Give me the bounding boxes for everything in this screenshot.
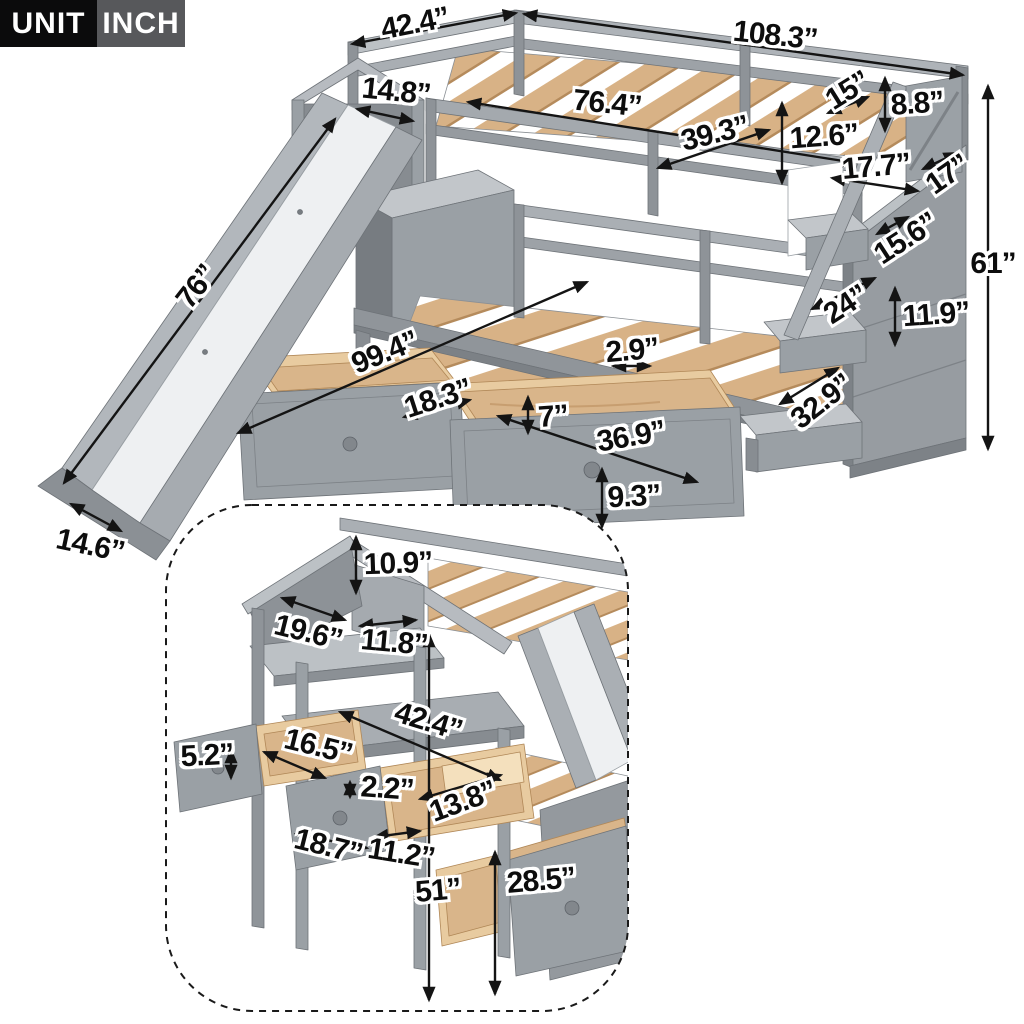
arrow-11-2	[372, 826, 423, 842]
arrow-18-3	[401, 396, 473, 421]
dim-main-12-6: 12.6”	[788, 117, 860, 156]
unit-label: UNIT	[0, 0, 97, 47]
dim-inset-11-8: 11.8”	[359, 623, 429, 662]
dim-main-7: 7”	[537, 399, 569, 434]
arrow-14-8	[354, 105, 416, 125]
dim-main-slat-gap: 2.9”	[604, 331, 660, 370]
dim-inset-2-2: 2.2”	[359, 770, 415, 807]
dim-inset-28-5: 28.5”	[505, 861, 577, 900]
arrow-15	[825, 95, 871, 115]
arrow-99-4	[235, 280, 590, 435]
dim-inset-5-2: 5.2”	[179, 737, 235, 774]
arrow-19-6	[279, 596, 348, 622]
arrow-42-4	[349, 9, 519, 48]
arrow-108-3	[521, 9, 966, 80]
inset-detail-view	[165, 504, 629, 1012]
inset-detail-view-border	[165, 504, 629, 1012]
arrow-39-3	[655, 128, 772, 170]
arrow-11-8	[357, 614, 419, 632]
dim-main-bed-inner-length: 76.4”	[571, 83, 643, 124]
arrow-15-6	[874, 215, 911, 236]
arrow-14-6	[68, 502, 124, 533]
arrow-17	[920, 151, 960, 171]
dim-main-slide-opening: 14.8”	[360, 71, 432, 112]
arrow-16-5	[261, 750, 328, 780]
dim-inset-desk-height: 51”	[413, 872, 462, 909]
arrow-42-4-inset	[337, 710, 503, 782]
dim-inset-10-9: 10.9”	[363, 545, 433, 582]
arrow-18-7	[293, 830, 370, 852]
arrow-76	[62, 117, 337, 485]
arrow-32-9	[778, 366, 840, 406]
dim-main-drawer-height: 9.3”	[606, 478, 662, 515]
dim-main-8-8: 8.8”	[889, 85, 945, 122]
arrow-17-7	[829, 173, 921, 196]
arrow-24	[809, 276, 878, 311]
dim-main-11-9: 11.9”	[901, 295, 971, 334]
arrow-36-9	[495, 413, 700, 485]
dim-main-total-height: 61”	[970, 247, 1016, 280]
dimension-arrows	[62, 9, 995, 1003]
unit-badge: UNIT INCH	[0, 0, 185, 47]
inch-label: INCH	[97, 0, 185, 47]
dim-main-17-7: 17.7”	[840, 147, 912, 186]
